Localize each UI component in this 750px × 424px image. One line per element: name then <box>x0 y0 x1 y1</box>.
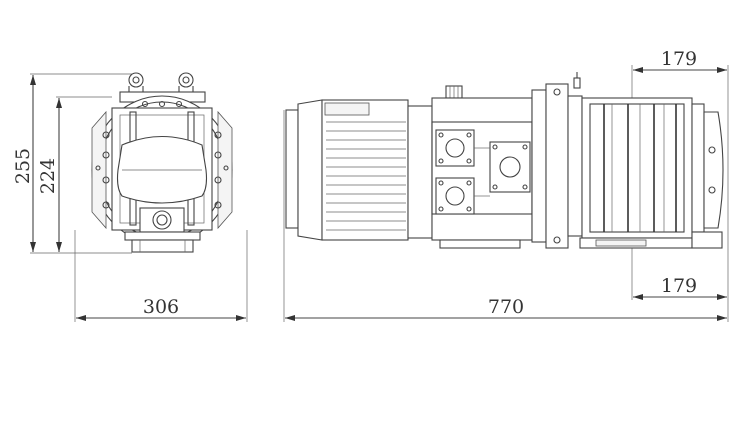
dim-label-255: 255 <box>12 148 34 184</box>
lifting-lug <box>573 77 581 89</box>
motor-flange <box>407 105 433 239</box>
cooling-fins <box>326 121 406 231</box>
port-flange <box>489 141 531 193</box>
pump-housing <box>579 97 693 249</box>
dim-label-224: 224 <box>37 158 59 194</box>
port-flange <box>435 129 475 167</box>
dim-label-179-bottom: 179 <box>661 275 697 297</box>
gearbox <box>431 85 533 249</box>
motor <box>285 99 433 241</box>
motor-fan-cover <box>297 99 323 241</box>
lifting-eye-left <box>128 72 144 88</box>
front-view: 255 224 306 <box>12 72 248 322</box>
dim-label-306: 306 <box>143 296 179 318</box>
dim-label-179-top: 179 <box>661 48 697 70</box>
dim-label-770: 770 <box>488 296 524 318</box>
lifting-eye-right <box>178 72 194 88</box>
bolt-pattern <box>95 100 229 209</box>
feet <box>131 239 194 253</box>
end-cap <box>703 111 724 229</box>
motor-housing <box>321 99 409 241</box>
gearbox-foot <box>439 239 521 249</box>
motor-end-cap <box>285 109 299 229</box>
rotor-housing <box>581 97 693 239</box>
bottom-outlet <box>139 207 185 233</box>
end-cover <box>691 103 724 249</box>
port-flange <box>435 177 475 215</box>
pump-front-body <box>91 72 233 253</box>
terminal-box <box>324 102 370 116</box>
intermediate-flange <box>531 72 583 249</box>
side-view: 179 179 770 <box>283 48 729 322</box>
base-plate <box>124 231 201 241</box>
